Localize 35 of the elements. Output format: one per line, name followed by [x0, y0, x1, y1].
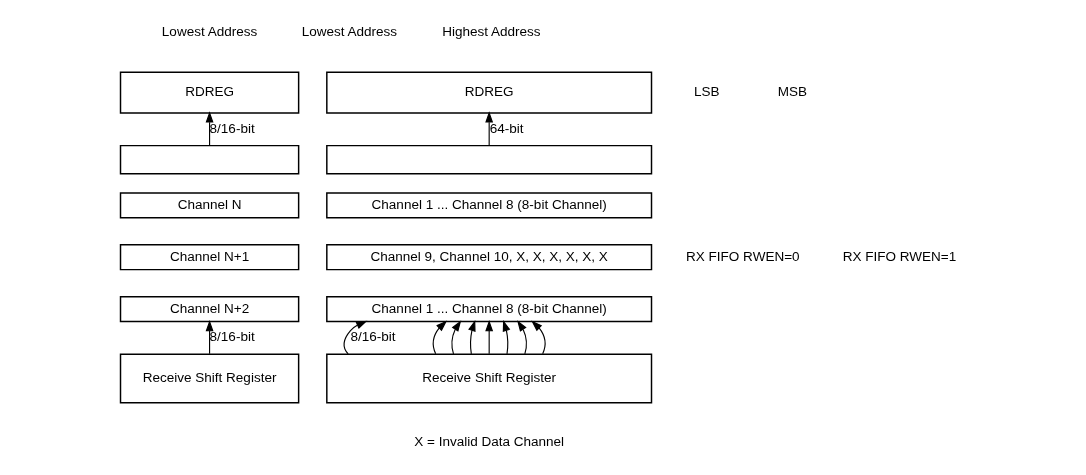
- arrow: [485, 111, 494, 147]
- label: Highest Address: [442, 24, 541, 40]
- arrow: [205, 320, 214, 355]
- arrow: [468, 320, 476, 355]
- edge-label: 8/16-bit: [350, 329, 396, 345]
- node-box: Channel 1 ... Channel 8 (8-bit Channel): [326, 192, 653, 219]
- node-box: Channel 9, Channel 10, X, X, X, X, X, X: [326, 244, 653, 271]
- edge-label: 8/16-bit: [209, 329, 255, 345]
- node-box: [326, 144, 653, 175]
- label: RX FIFO RWEN=1: [842, 248, 957, 264]
- arrow: [517, 320, 527, 355]
- label: RX FIFO RWEN=0: [686, 248, 800, 264]
- label: Lowest Address: [301, 24, 398, 40]
- label: Lowest Address: [161, 24, 258, 40]
- arrow: [502, 320, 511, 355]
- node-box: Channel N: [119, 192, 300, 219]
- arrow: [343, 320, 368, 355]
- node-box: RDREG: [326, 71, 653, 114]
- edge-label: 64-bit: [489, 120, 524, 136]
- arrow: [451, 320, 462, 355]
- label: MSB: [777, 84, 808, 100]
- label: LSB: [693, 84, 720, 100]
- arrow: [205, 111, 214, 147]
- node-box: RDREG: [119, 71, 300, 114]
- node-box: Channel N+2: [119, 295, 300, 323]
- node-box: Channel N+1: [119, 244, 300, 271]
- node-box: [119, 144, 300, 175]
- node-box: Receive Shift Register: [119, 353, 300, 404]
- edge-label: 8/16-bit: [209, 120, 255, 136]
- arrow: [432, 320, 448, 355]
- node-box: Channel 1 ... Channel 8 (8-bit Channel): [326, 295, 653, 323]
- arrow: [485, 320, 494, 355]
- label: X = Invalid Data Channel: [414, 433, 565, 449]
- node-box: Receive Shift Register: [326, 353, 653, 404]
- arrow: [531, 320, 546, 355]
